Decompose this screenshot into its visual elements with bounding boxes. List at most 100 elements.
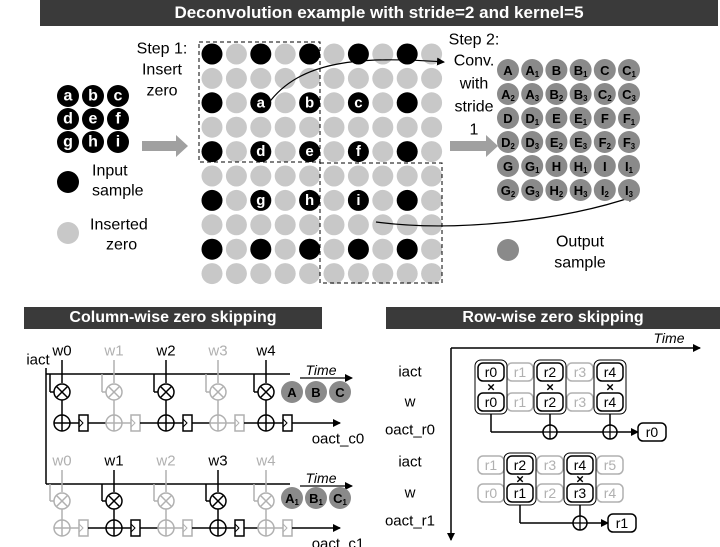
grid-letter: h (305, 192, 314, 209)
output-letter: E2 (550, 135, 564, 151)
mapping-arrow-bottom (375, 194, 636, 227)
iact-pill (596, 455, 624, 475)
multiplier-x (55, 494, 69, 508)
grid-zero-dot (299, 116, 321, 138)
input-sample-dot (107, 85, 129, 107)
iact-pill (536, 455, 564, 475)
output-sample-dot (521, 155, 544, 177)
kernel-window-first (198, 41, 321, 163)
output-sample-dot (618, 131, 640, 153)
output-sample-dot (618, 107, 640, 129)
output-sample-dot (618, 59, 640, 81)
output-letter: G3 (525, 183, 540, 199)
input-sample-dot (57, 108, 79, 130)
input-sample-label: Input (92, 163, 128, 180)
output-sample-dot (281, 487, 303, 509)
output-sample-dot (593, 107, 616, 129)
row-label: oact_r0 (385, 422, 435, 439)
output-sample-label: Output (556, 234, 605, 251)
multiplier-x (211, 385, 225, 399)
grid-zero-dot (274, 92, 296, 114)
input-letter: c (114, 88, 123, 105)
grid-zero-dot (201, 67, 223, 89)
output-letter: G (503, 159, 513, 174)
multiply-mark: × (576, 472, 584, 487)
input-letter: b (88, 88, 98, 105)
multiplier-x (107, 385, 121, 399)
iact-pill-text: r2 (544, 364, 557, 380)
multiplier-x (211, 494, 225, 508)
grid-zero-dot (421, 263, 443, 285)
weight-pill-text: r2 (544, 394, 557, 410)
grid-zero-dot (299, 214, 321, 236)
grid-zero-dot (299, 263, 321, 285)
grid-zero-dot (250, 67, 272, 89)
weight-pill (596, 483, 624, 503)
output-sample-dot (281, 381, 303, 403)
output-letter: B (311, 385, 320, 400)
output-sample-dot (618, 83, 640, 105)
step2-arrow (450, 135, 498, 157)
output-sample-dot (569, 83, 592, 105)
output-sample-dot (545, 179, 568, 201)
output-sample-dot (305, 487, 327, 509)
output-letter: C (600, 63, 610, 78)
grid-letter: f (356, 143, 362, 160)
iact-pill-text: r1 (514, 364, 527, 380)
step1-label: Step 1: (137, 41, 188, 58)
grid-sample-dot (250, 141, 272, 163)
grid-zero-dot (299, 67, 321, 89)
weight-label: w3 (207, 343, 227, 360)
output-letter: F1 (623, 111, 636, 127)
time-label: Time (306, 362, 337, 378)
input-letter: a (64, 88, 73, 105)
output-sample-dot (497, 83, 519, 105)
output-letter: E (552, 111, 561, 126)
input-sample-dot (107, 131, 129, 153)
grid-zero-dot (372, 43, 394, 65)
row-label: iact (398, 364, 422, 381)
grid-sample-dot (250, 43, 272, 65)
grid-zero-dot (421, 116, 443, 138)
multiplier-x (107, 494, 121, 508)
grid-sample-dot (250, 238, 272, 260)
output-sample-dot (618, 155, 640, 177)
title-banner-top: Deconvolution example with stride=2 and … (40, 0, 718, 26)
output-letter: D2 (501, 135, 515, 151)
output-sample-dot (497, 131, 519, 153)
input-sample-legend-dot (57, 171, 79, 193)
grid-zero-dot (225, 189, 247, 211)
output-letter: D1 (525, 111, 539, 127)
grid-zero-dot (274, 141, 296, 163)
grid-zero-dot (201, 214, 223, 236)
output-letter: F2 (599, 135, 612, 151)
grid-zero-dot (421, 214, 443, 236)
weight-pill (536, 392, 564, 412)
grid-zero-dot (421, 238, 443, 260)
iact-pill-text: r5 (604, 457, 617, 473)
grid-letter: e (305, 143, 313, 160)
grid-zero-dot (421, 92, 443, 114)
output-letter: A (503, 63, 513, 78)
grid-sample-dot (299, 238, 321, 260)
output-letter: H3 (574, 183, 588, 199)
output-letter: H (552, 159, 561, 174)
output-letter: I (603, 159, 607, 174)
grid-zero-dot (225, 43, 247, 65)
output-letter: G1 (525, 159, 540, 175)
register-clock (78, 523, 84, 533)
grid-sample-dot (250, 92, 272, 114)
output-letter: B (552, 63, 561, 78)
grid-zero-dot (250, 214, 272, 236)
grid-sample-dot (299, 43, 321, 65)
input-letter: f (115, 111, 121, 128)
weight-pill-text: r2 (544, 485, 557, 501)
multiply-mark: × (487, 380, 495, 395)
grid-zero-dot (250, 263, 272, 285)
input-letter: e (89, 111, 98, 128)
grid-zero-dot (323, 67, 345, 89)
grid-zero-dot (323, 92, 345, 114)
row-label: oact_r1 (385, 513, 435, 530)
grid-zero-dot (323, 238, 345, 260)
grid-zero-dot (274, 238, 296, 260)
